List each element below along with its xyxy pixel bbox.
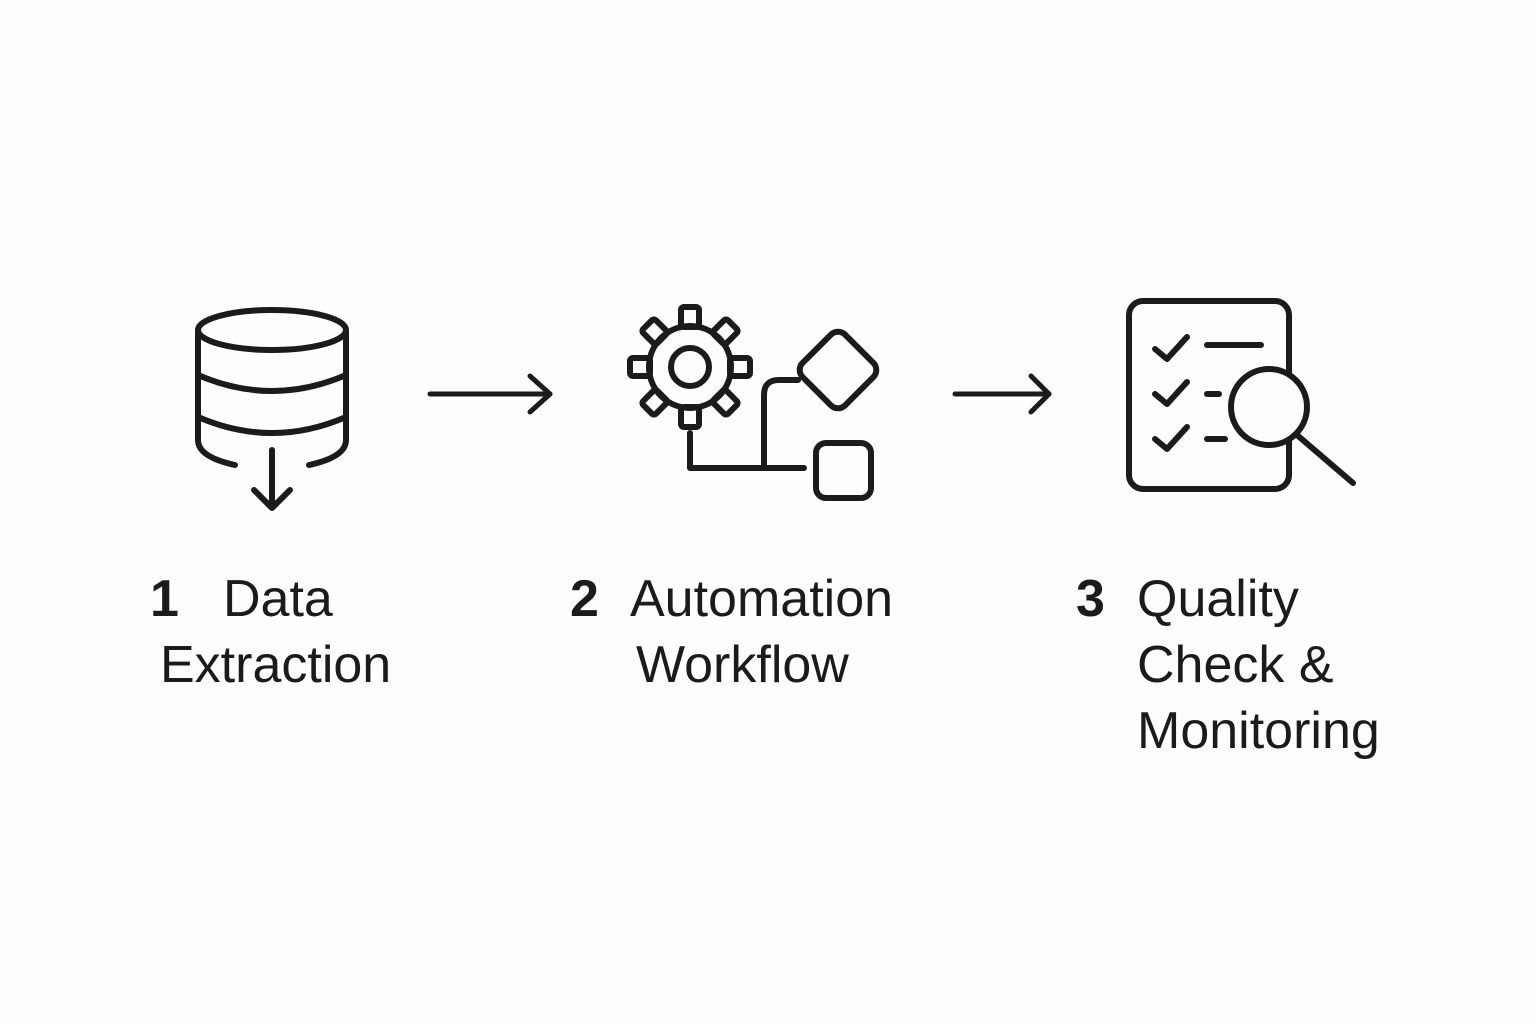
- flow-arrow-2-to-3: [952, 372, 1058, 416]
- step-label-line: Automation: [630, 570, 894, 628]
- database-download-icon: [190, 305, 360, 520]
- step-label-line: Monitoring: [1137, 702, 1380, 760]
- step-label-data-extraction: Data Extraction: [160, 566, 391, 698]
- step-label-line: Data: [223, 570, 333, 628]
- step-number-1: 1: [150, 570, 179, 628]
- flow-arrow-1-to-2: [427, 372, 558, 416]
- gear-workflow-icon: [627, 300, 893, 505]
- step-label-line: Workflow: [636, 636, 849, 694]
- step-number-2: 2: [570, 570, 599, 628]
- step-number-3: 3: [1076, 570, 1105, 628]
- step-label-quality-check-monitoring: Quality Check & Monitoring: [1137, 566, 1380, 764]
- checklist-magnifier-icon: [1125, 297, 1360, 497]
- step-label-line: Check &: [1137, 636, 1334, 694]
- step-label-line: Quality: [1137, 570, 1299, 628]
- step-label-line: Extraction: [160, 636, 392, 694]
- step-label-automation-workflow: Automation Workflow: [630, 566, 893, 698]
